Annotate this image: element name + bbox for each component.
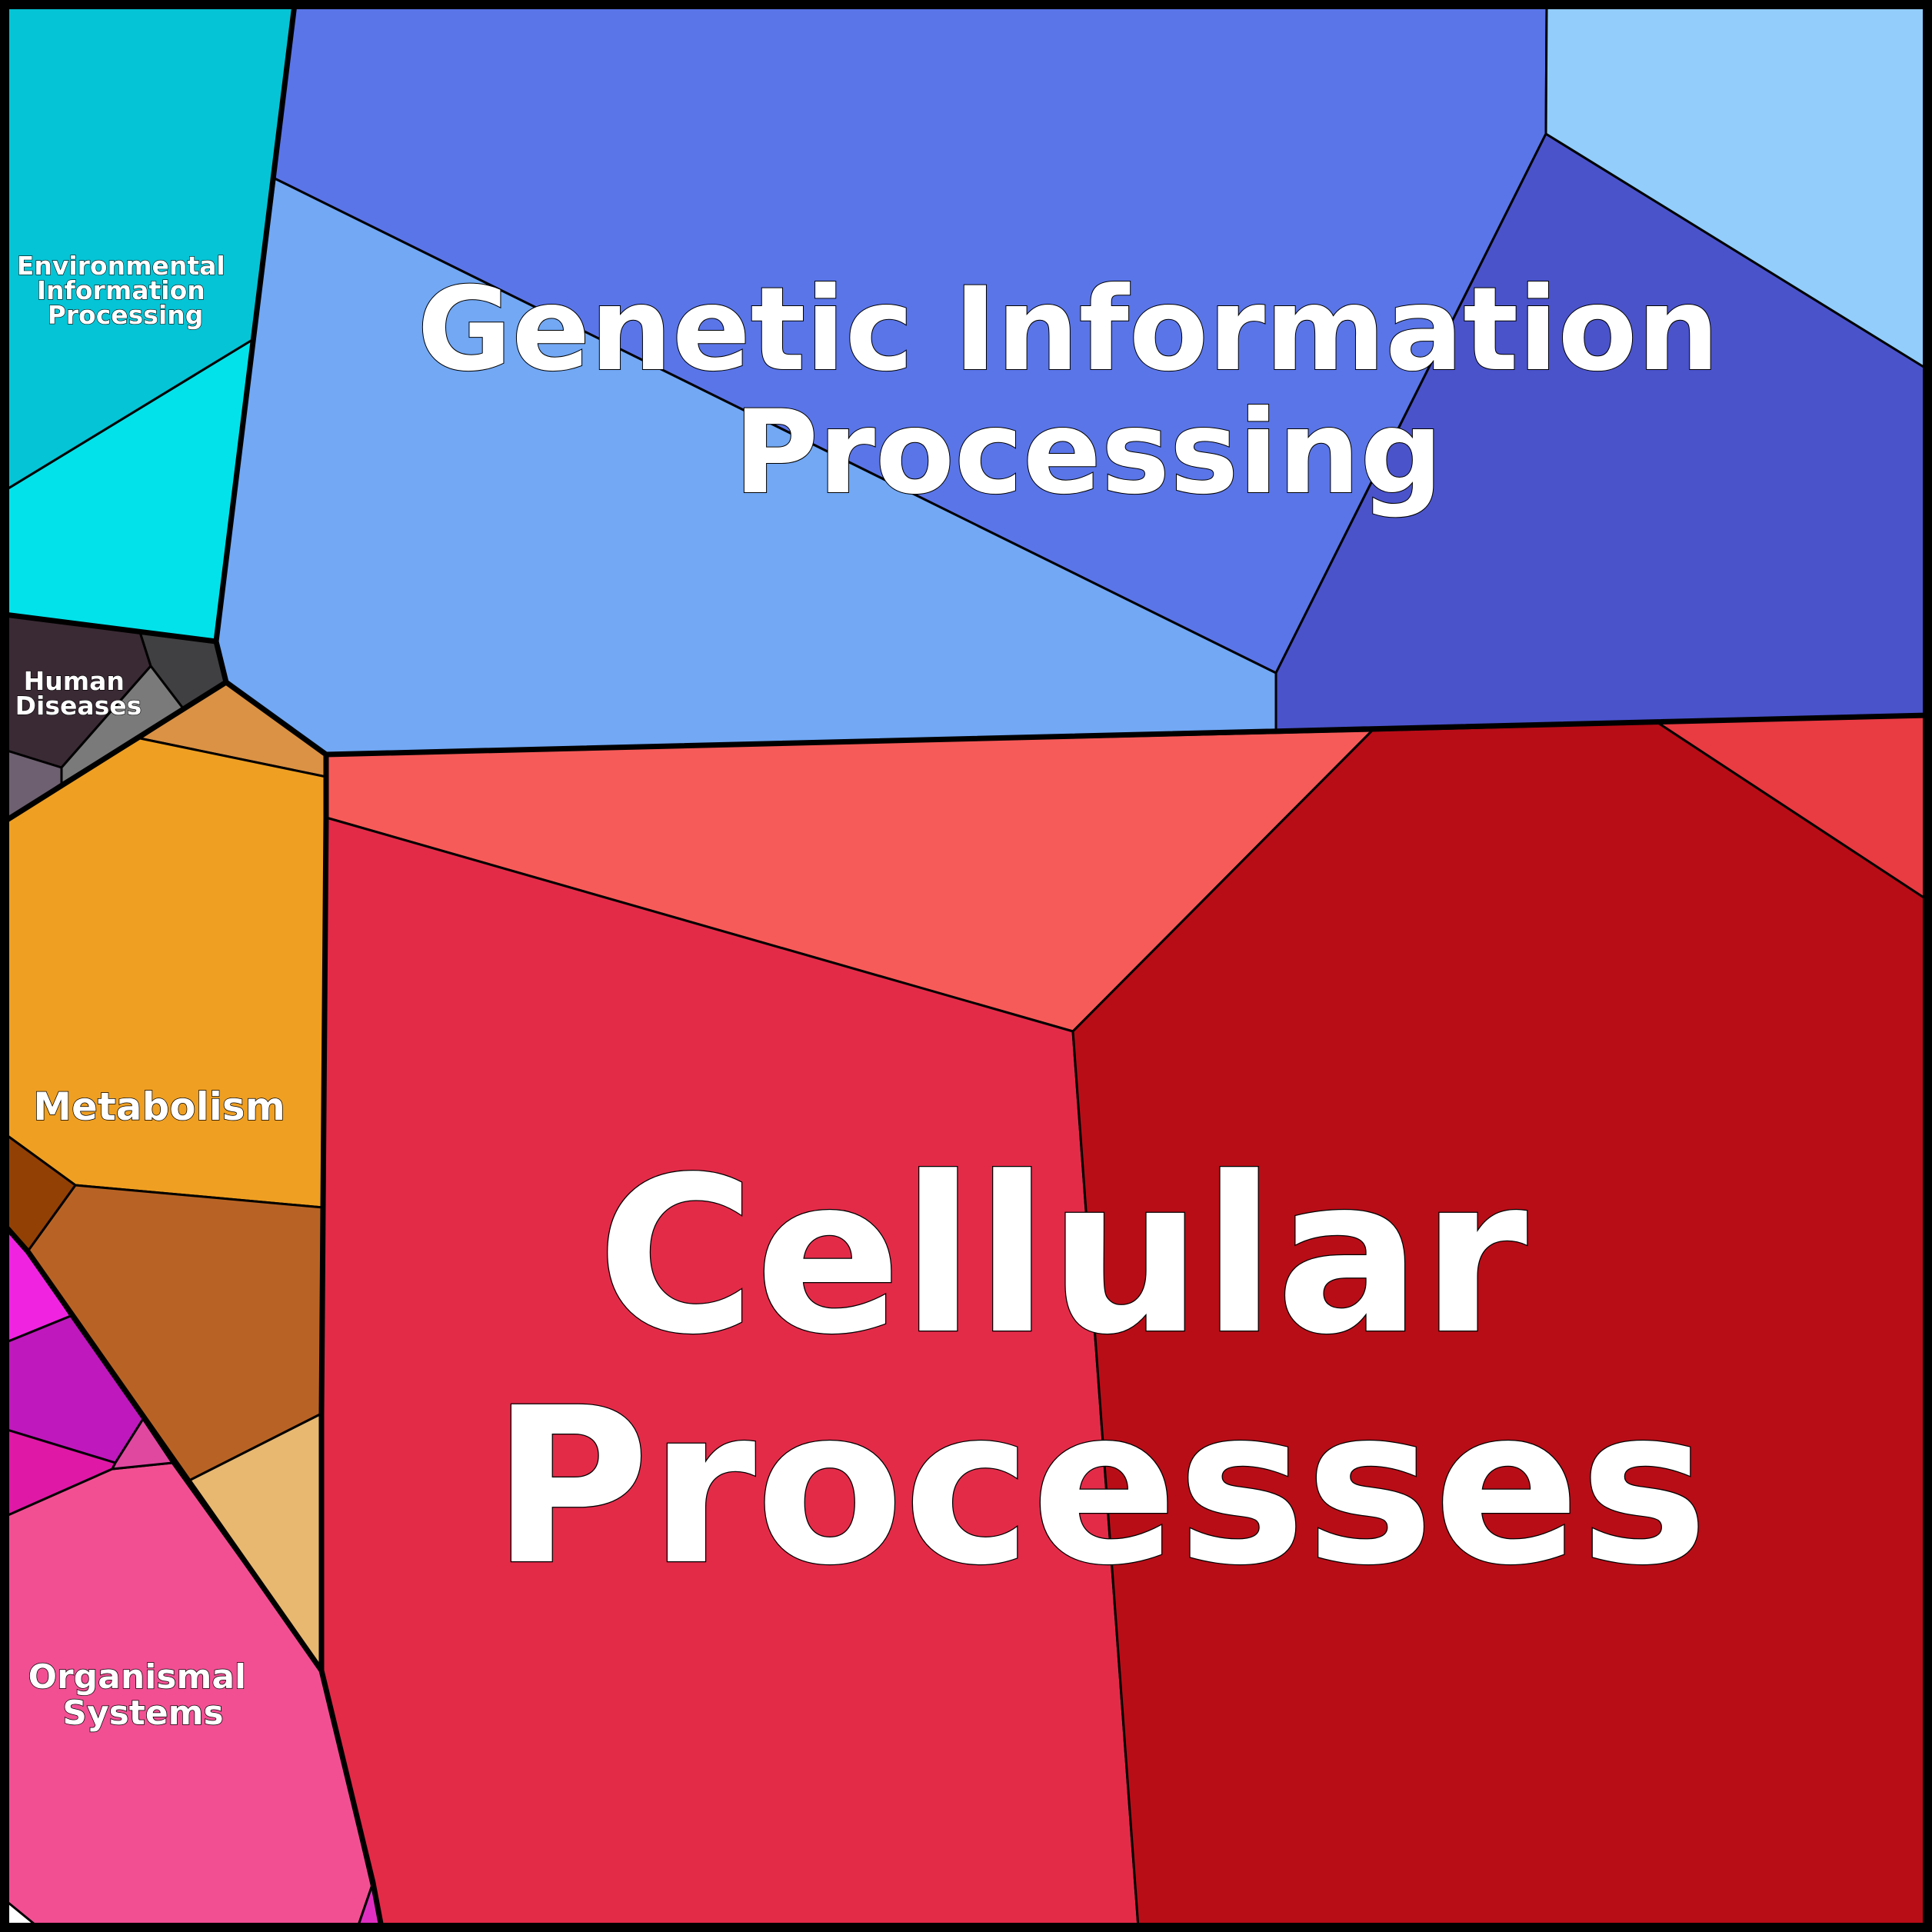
group-metabolism (3, 681, 328, 1672)
border-environmental-genetic (213, 2, 329, 758)
label-environmental-information-processing: Environmental Information Processing (17, 251, 234, 330)
group-genetic-information-processing (215, 3, 1929, 756)
border-metabolism-cellular (318, 751, 329, 1674)
label-human-diseases: Human Diseases (15, 666, 142, 721)
border-environmental-human (2, 611, 219, 645)
border-human-metabolism (2, 679, 229, 824)
group-cellular-processes (320, 714, 1929, 1929)
label-metabolism: Metabolism (33, 1084, 285, 1129)
border-metabolism-organismal (2, 1222, 325, 1674)
border-organismal-cellular (318, 1667, 385, 1930)
label-genetic-information-processing: Genetic Information Processing (417, 263, 1759, 520)
cell-metabolism-2[interactable] (3, 737, 328, 1209)
group-human-diseases (3, 613, 228, 823)
label-organismal-systems: Organismal Systems (28, 1657, 258, 1733)
cell-organismal-5[interactable] (111, 1417, 174, 1471)
label-cellular-processes: Cellular Processes (491, 1131, 1707, 1613)
border-genetic-cellular (323, 712, 1930, 758)
